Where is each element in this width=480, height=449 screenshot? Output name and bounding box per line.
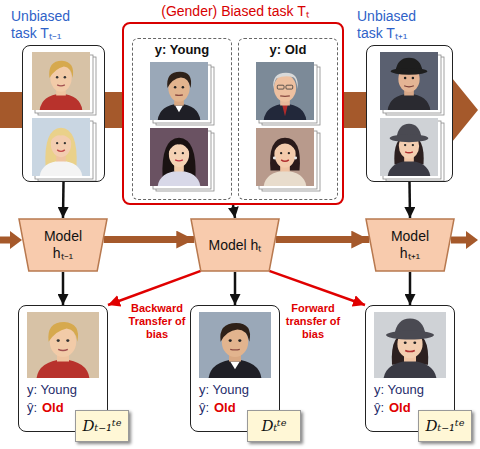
model-shape <box>366 219 454 271</box>
connector-arrow <box>409 272 412 305</box>
face-photo <box>32 118 90 176</box>
task-box: Unbiased task Tₜ₋₁ <box>22 45 105 182</box>
task-heading: Unbiased task Tₜ₋₁ <box>11 8 93 42</box>
test-set-name: Dₜ₋₁ᵗᵉ <box>82 417 121 435</box>
predicted-value: Old <box>389 400 411 416</box>
true-label: y: Young <box>374 382 424 398</box>
test-sample-box: y: Youngŷ:OldDₜᵗᵉ <box>190 305 280 432</box>
class-group: y: Young <box>132 38 232 200</box>
predicted-label: ŷ: <box>27 400 37 416</box>
flow-arrow-out-head <box>466 231 478 249</box>
test-set-name: Dₜ₋₁ᵗᵉ <box>425 417 464 435</box>
predicted-label: ŷ: <box>374 400 384 416</box>
predicted-label: ŷ: <box>199 400 209 416</box>
model-shape <box>191 219 279 271</box>
flow-arrow-in-head <box>10 231 22 249</box>
model-block: Model hₜ <box>190 218 280 272</box>
class-label: y: Young <box>133 42 231 58</box>
task-heading: (Gender) Biased task Tₜ <box>124 3 346 20</box>
transfer-label: Backward Transfer of bias <box>128 302 186 341</box>
model-block: Model hₜ₊₁ <box>365 218 455 272</box>
connector-arrow <box>269 271 365 305</box>
face-photo <box>32 52 90 110</box>
face-photo <box>256 62 314 120</box>
face-photo <box>256 128 314 186</box>
test-set-tag: Dₜ₋₁ᵗᵉ <box>75 410 129 442</box>
connector-arrow <box>104 236 195 243</box>
model-label: Model hₜ <box>206 237 264 254</box>
class-group: y: Old <box>238 38 338 200</box>
model-block: Model hₜ₋₁ <box>18 218 108 272</box>
predicted-value: Old <box>42 400 64 416</box>
connector-arrow <box>276 236 370 243</box>
face-photo <box>150 128 208 186</box>
model-label: Model hₜ₋₁ <box>34 228 92 262</box>
face-photo <box>380 52 438 110</box>
biased-task-box: (Gender) Biased task Tₜy: Youngy: Old <box>122 22 344 205</box>
flow-arrow-in <box>0 237 11 244</box>
face-photo <box>27 312 99 378</box>
test-set-tag: Dₜᵗᵉ <box>247 410 301 442</box>
box-ground <box>122 22 344 205</box>
connector-arrow <box>62 272 65 305</box>
connector-arrow <box>233 205 235 218</box>
test-set-name: Dₜᵗᵉ <box>261 417 286 435</box>
flow-arrow-out <box>451 237 467 244</box>
task-heading: Unbiased task Tₜ₊₁ <box>357 8 439 42</box>
face-photo <box>150 62 208 120</box>
connector-arrow <box>234 272 237 305</box>
face-photo <box>199 312 271 378</box>
predicted-value: Old <box>214 400 236 416</box>
task-box: Unbiased task Tₜ₊₁ <box>366 45 453 182</box>
transfer-label: Forward transfer of bias <box>284 302 342 341</box>
connector-arrow <box>62 182 65 218</box>
model-label: Model hₜ₊₁ <box>381 228 439 262</box>
box-ground <box>22 45 105 182</box>
class-label: y: Old <box>239 42 337 58</box>
test-sample-box: y: Youngŷ:OldDₜ₋₁ᵗᵉ <box>18 305 108 432</box>
true-label: y: Young <box>27 382 77 398</box>
face-photo <box>374 312 446 378</box>
true-label: y: Young <box>199 382 249 398</box>
test-sample-box: y: Youngŷ:OldDₜ₋₁ᵗᵉ <box>365 305 455 432</box>
model-shape <box>19 219 107 271</box>
test-set-tag: Dₜ₋₁ᵗᵉ <box>418 410 472 442</box>
face-photo <box>380 118 438 176</box>
connector-arrow <box>108 271 201 305</box>
box-ground <box>366 45 453 182</box>
connector-arrow <box>408 182 411 218</box>
